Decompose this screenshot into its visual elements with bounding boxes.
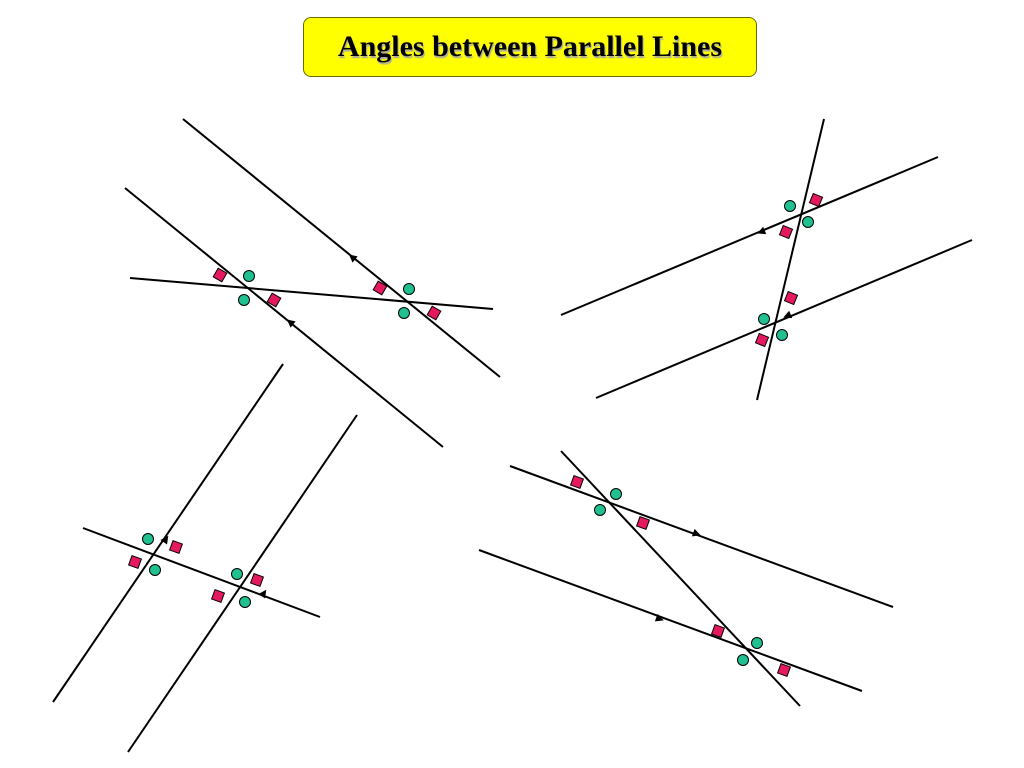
angle-circle-icon — [149, 564, 161, 576]
parallel-line — [182, 118, 501, 378]
angle-diamond-icon — [266, 292, 282, 308]
angle-circle-icon — [751, 637, 763, 649]
parallel-line — [127, 414, 358, 753]
slide-title: Angles between Parallel Lines — [337, 30, 723, 63]
angle-circle-icon — [737, 654, 749, 666]
angle-diamond-icon — [372, 280, 388, 296]
angle-diamond-icon — [168, 539, 184, 555]
angle-diamond-icon — [127, 554, 143, 570]
angle-diamond-icon — [635, 515, 651, 531]
angle-diamond-icon — [808, 192, 824, 208]
parallel-arrow-icon — [757, 226, 767, 235]
angle-circle-icon — [398, 307, 410, 319]
transversal-line — [560, 450, 801, 707]
parallel-line — [560, 156, 939, 316]
parallel-arrow-icon — [783, 310, 793, 319]
angle-diamond-icon — [569, 474, 585, 490]
angle-diamond-icon — [778, 224, 794, 240]
angle-circle-icon — [776, 329, 788, 341]
angle-diamond-icon — [249, 572, 265, 588]
parallel-line — [478, 549, 863, 692]
angle-circle-icon — [403, 283, 415, 295]
parallel-arrow-icon — [691, 528, 701, 537]
angle-circle-icon — [231, 568, 243, 580]
parallel-arrow-icon — [258, 589, 267, 599]
angle-diamond-icon — [754, 332, 770, 348]
parallel-line — [509, 465, 894, 608]
parallel-line — [595, 239, 973, 399]
angle-circle-icon — [784, 200, 796, 212]
angle-circle-icon — [610, 488, 622, 500]
parallel-arrow-icon — [286, 319, 296, 328]
angle-circle-icon — [243, 270, 255, 282]
transversal-line — [82, 527, 321, 618]
angle-circle-icon — [594, 504, 606, 516]
angle-diamond-icon — [776, 662, 792, 678]
angle-circle-icon — [238, 294, 250, 306]
angle-diamond-icon — [710, 623, 726, 639]
angle-diamond-icon — [212, 267, 228, 283]
angle-circle-icon — [142, 533, 154, 545]
parallel-line — [52, 363, 284, 703]
angle-diamond-icon — [783, 290, 799, 306]
parallel-arrow-icon — [348, 254, 358, 263]
transversal-line — [756, 118, 825, 401]
title-box: Angles between Parallel Lines — [303, 17, 757, 77]
transversal-line — [129, 277, 494, 310]
parallel-arrow-icon — [654, 613, 664, 622]
angle-circle-icon — [239, 596, 251, 608]
parallel-arrow-icon — [160, 535, 169, 545]
angle-diamond-icon — [210, 588, 226, 604]
angle-circle-icon — [802, 216, 814, 228]
angle-diamond-icon — [426, 305, 442, 321]
angle-circle-icon — [758, 313, 770, 325]
parallel-line — [124, 187, 444, 448]
